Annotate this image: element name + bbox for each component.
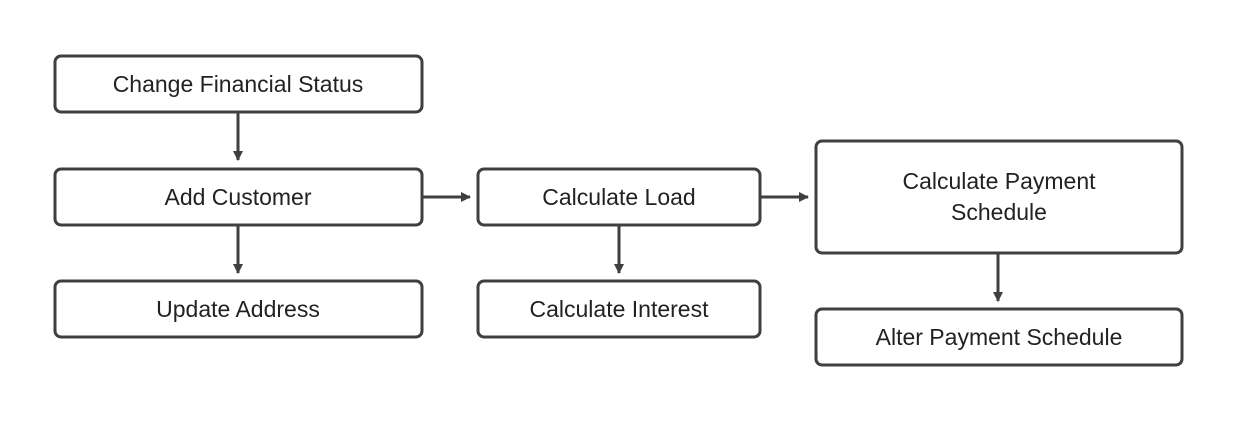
node-label-line-1: Calculate Payment	[902, 168, 1096, 194]
node-box	[53, 279, 424, 339]
node-label: Alter Payment Schedule	[876, 324, 1123, 350]
node-label: Calculate Load	[542, 184, 695, 210]
node-update-address[interactable]: Update Address	[53, 279, 424, 339]
node-box	[476, 279, 762, 339]
node-box	[814, 139, 1184, 255]
node-calculate-payment-schedule[interactable]: Calculate Payment Schedule	[814, 139, 1184, 255]
node-calculate-load[interactable]: Calculate Load	[476, 167, 762, 227]
node-box	[53, 167, 424, 227]
node-change-financial-status[interactable]: Change Financial Status	[53, 54, 424, 114]
node-add-customer[interactable]: Add Customer	[53, 167, 424, 227]
node-alter-payment-schedule[interactable]: Alter Payment Schedule	[814, 307, 1184, 367]
node-box	[814, 307, 1184, 367]
node-calculate-interest[interactable]: Calculate Interest	[476, 279, 762, 339]
node-box	[476, 167, 762, 227]
node-box	[53, 54, 424, 114]
node-label: Update Address	[156, 296, 320, 322]
node-label: Change Financial Status	[113, 71, 364, 97]
edges	[233, 113, 1003, 302]
node-label: Add Customer	[164, 184, 311, 210]
node-label: Calculate Interest	[530, 296, 710, 322]
node-label-line-2: Schedule	[951, 199, 1047, 225]
